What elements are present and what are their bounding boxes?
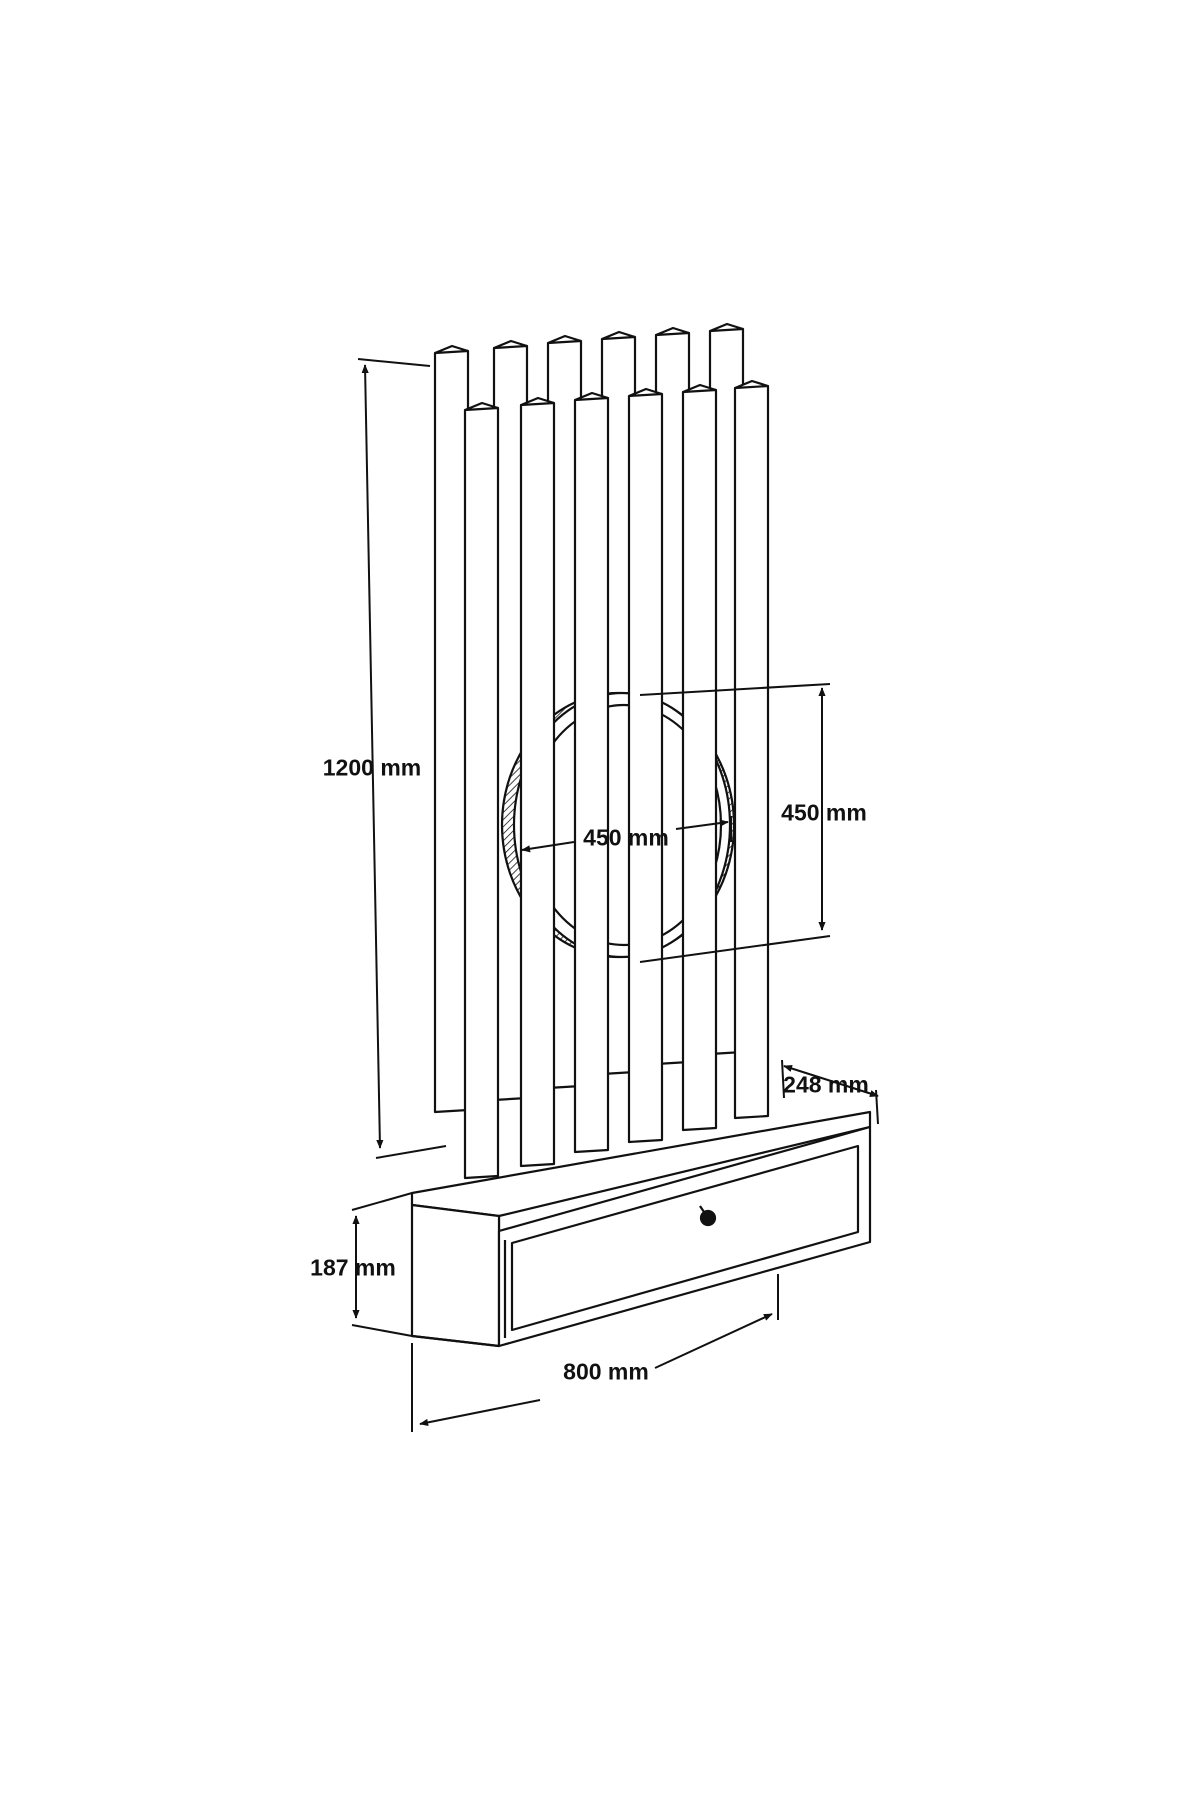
dimension-mirror-height [639, 683, 831, 963]
slat [733, 379, 770, 1120]
slat [573, 391, 610, 1154]
slat [627, 387, 664, 1144]
slat [519, 396, 556, 1168]
drawer-front [510, 1144, 860, 1332]
front-slats [463, 379, 770, 1180]
dimension-total-height [357, 358, 447, 1159]
dimension-shelf-height [351, 1192, 413, 1337]
drawer-knob [699, 1209, 717, 1227]
shelf-front [410, 1203, 501, 1348]
label-shelf-height: 187 mm [310, 1254, 396, 1281]
slat [463, 401, 500, 1180]
label-shelf-width: 800 mm [563, 1358, 649, 1385]
shelf-top [410, 1110, 872, 1218]
label-total-height: 1200 mm [322, 754, 422, 781]
dimension-shelf-width [411, 1274, 779, 1432]
label-mirror-width: 450 mm [583, 824, 669, 851]
slat [433, 344, 470, 1114]
console-shelf [410, 1110, 872, 1348]
round-mirror [500, 691, 736, 959]
dimension-depth [781, 1059, 879, 1125]
label-depth: 248 mm [783, 1071, 869, 1098]
dimension-mirror-width [521, 816, 732, 853]
slat [681, 383, 718, 1132]
label-mirror-height: 450 mm [781, 799, 867, 826]
